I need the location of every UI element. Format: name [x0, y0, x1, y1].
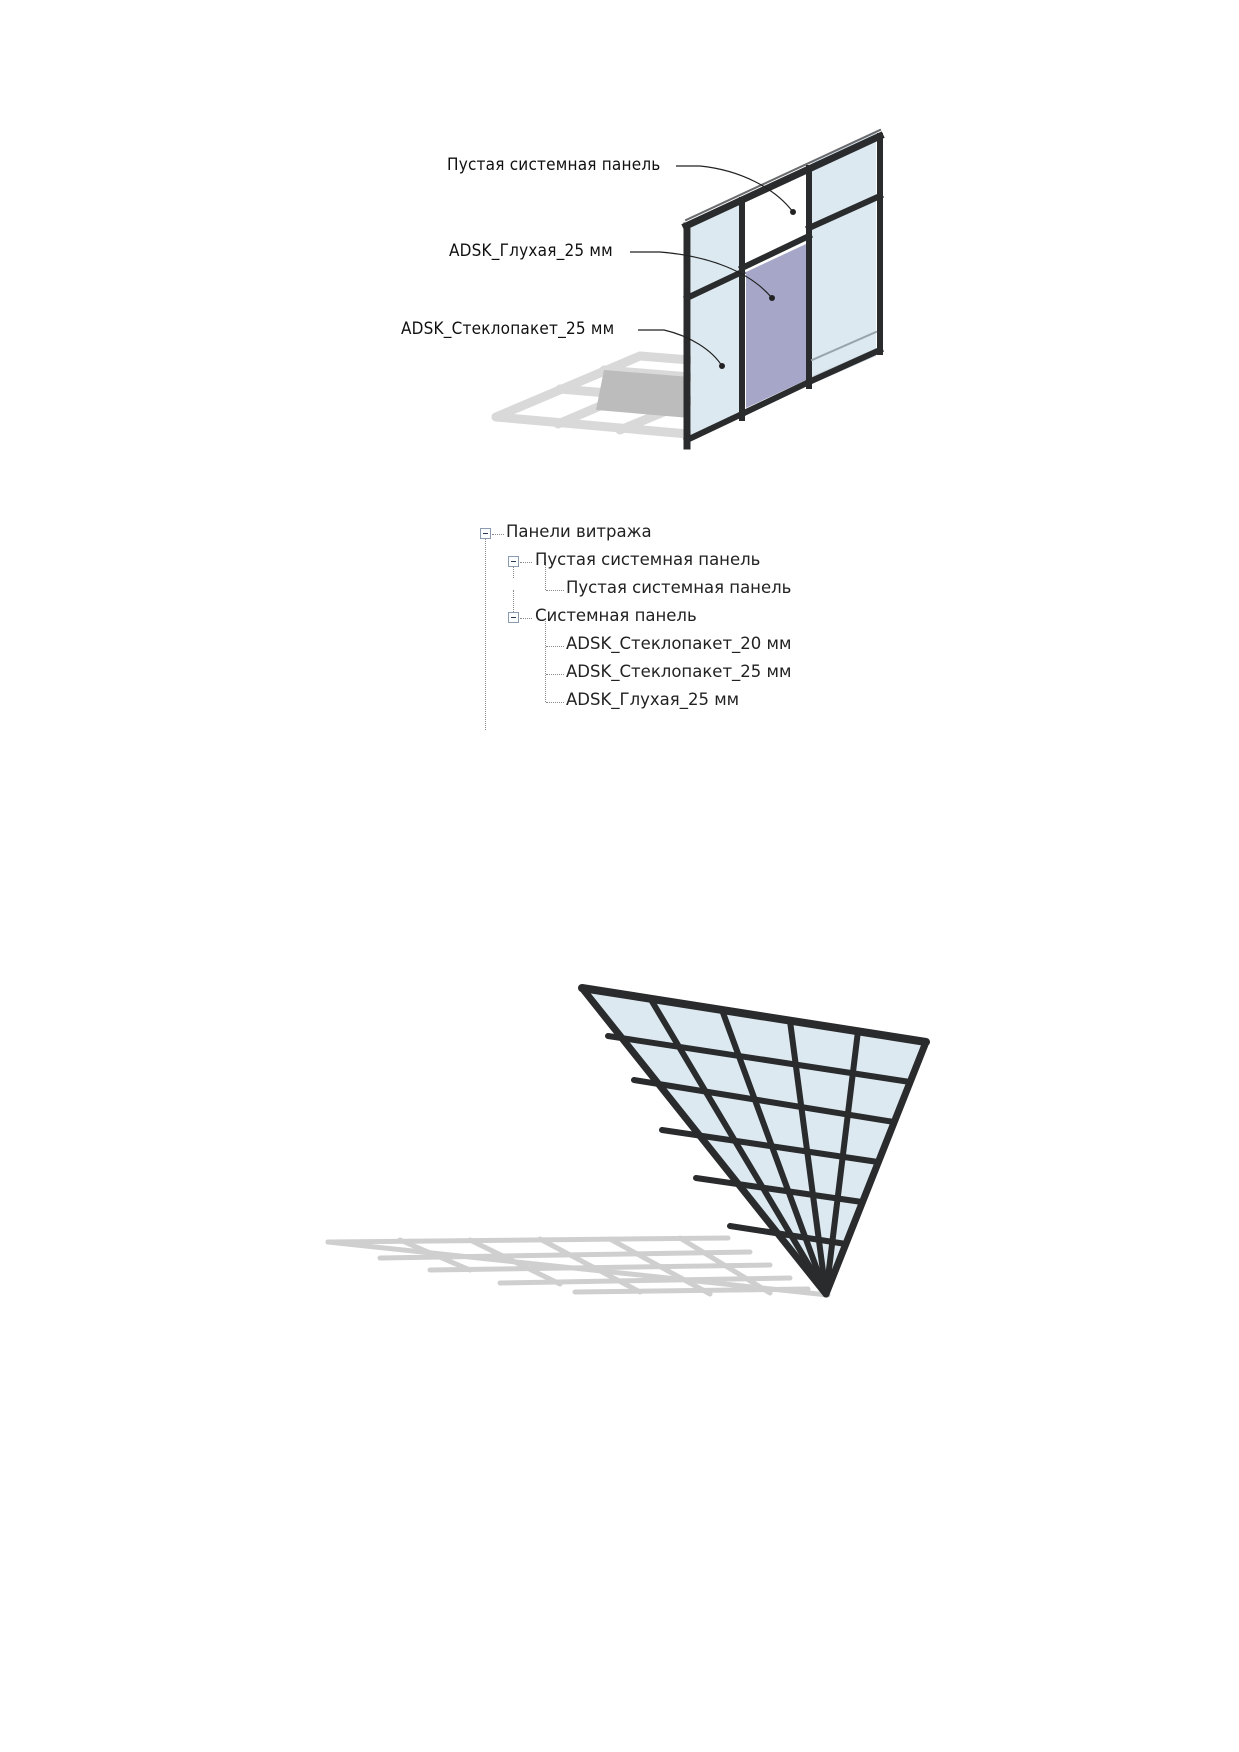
tree-connector [520, 562, 532, 563]
collapse-icon[interactable] [508, 556, 519, 567]
tree-guide [485, 534, 486, 730]
tree-connector [546, 674, 564, 675]
tree-leaf[interactable]: Пустая системная панель [566, 578, 792, 597]
callout-glazed-panel: ADSK_Стеклопакет_25 мм [401, 319, 615, 339]
tree-guide [545, 618, 546, 702]
tree-guide [545, 562, 546, 590]
collapse-icon[interactable] [508, 612, 519, 623]
tree-root[interactable]: Панели витража [506, 522, 652, 541]
shadow-fill [596, 370, 690, 418]
sloped-mullions [578, 984, 930, 1298]
curtain-wall-figure [491, 128, 885, 450]
tree-connector [520, 618, 532, 619]
leader-dots [719, 209, 796, 369]
tree-connector [546, 646, 564, 647]
callout-empty-panel: Пустая системная панель [447, 155, 661, 175]
tree-leaf[interactable]: ADSK_Стеклопакет_25 мм [566, 662, 792, 681]
tree-connector [492, 534, 504, 535]
tree-guide [513, 562, 514, 578]
tree-group[interactable]: Системная панель [535, 606, 697, 625]
collapse-icon[interactable] [480, 528, 491, 539]
mullions [681, 128, 885, 450]
solid-panel [746, 244, 806, 408]
tree-connector [546, 702, 564, 703]
grid-shadow [325, 1235, 831, 1298]
tree-leaf[interactable]: ADSK_Стеклопакет_20 мм [566, 634, 792, 653]
panel-type-tree: Панели витража Пустая системная панель П… [478, 522, 838, 730]
tree-connector [546, 590, 564, 591]
tree-leaf[interactable]: ADSK_Глухая_25 мм [566, 690, 740, 709]
tree-guide [513, 590, 514, 614]
tree-group[interactable]: Пустая системная панель [535, 550, 761, 569]
leader-lines [630, 165, 794, 367]
callout-solid-panel: ADSK_Глухая_25 мм [449, 241, 613, 261]
